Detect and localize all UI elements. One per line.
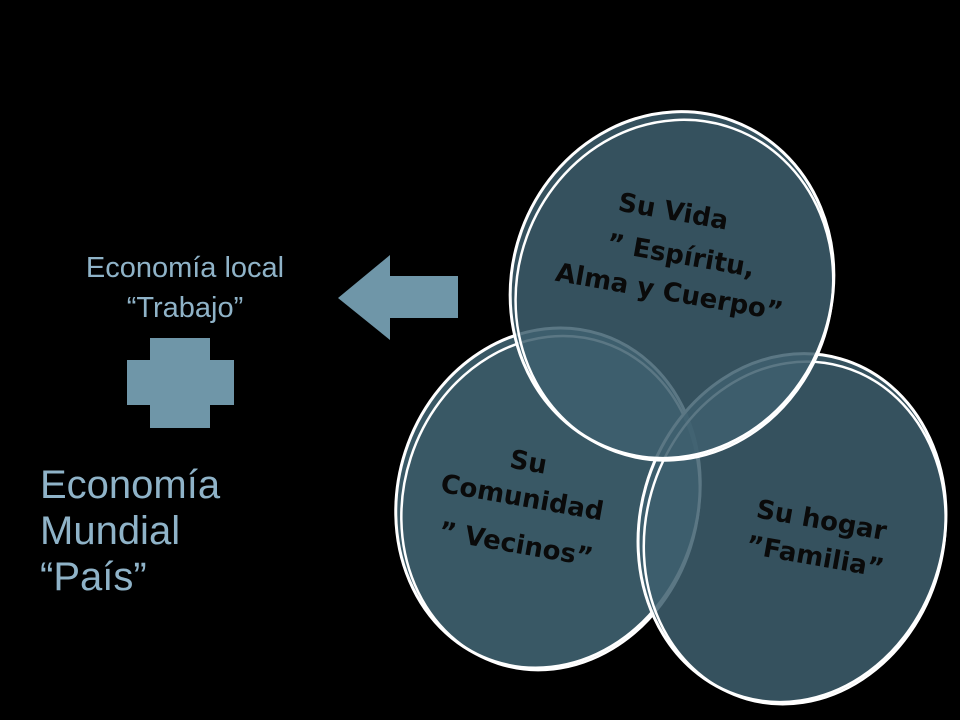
- comunidad-label-line1: Su: [507, 445, 549, 481]
- left-arrow-shape: [338, 255, 458, 340]
- local-economy-title: Economía local: [85, 252, 285, 284]
- world-economy-line3: “País”: [40, 555, 147, 599]
- ellipse-vida: [508, 110, 836, 462]
- world-economy-line1: Economía: [40, 463, 221, 507]
- world-economy-line2: Mundial: [40, 509, 181, 553]
- world-economy-label: Economía Mundial “País”: [40, 462, 220, 600]
- plus-shape: [127, 338, 234, 428]
- local-economy-subtitle: “Trabajo”: [126, 292, 244, 324]
